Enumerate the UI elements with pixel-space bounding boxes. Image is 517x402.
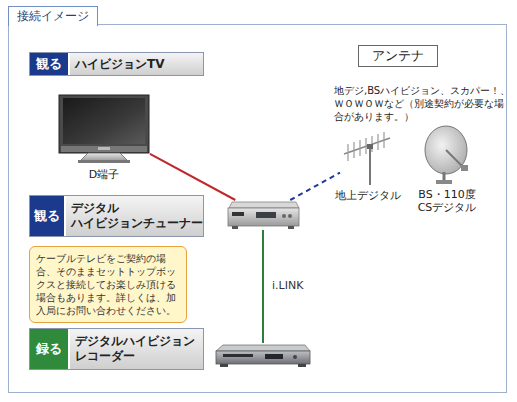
title-tab: 接続イメージ bbox=[8, 6, 98, 26]
terrestrial-antenna bbox=[340, 130, 395, 185]
band-title: ハイビジョンTV bbox=[70, 53, 203, 75]
note-box: ケーブルテレビをご契約の場合、そのままセットトップボックスと接続してお楽しみ頂け… bbox=[29, 246, 187, 323]
edge-label: i.LINK bbox=[272, 279, 303, 292]
device-label: 地上デジタル bbox=[332, 189, 404, 202]
band-verb: 観る bbox=[30, 196, 64, 236]
box-text: アンテナ bbox=[372, 47, 424, 65]
antenna-cable bbox=[290, 173, 340, 200]
device-label: D端子 bbox=[74, 168, 134, 181]
ilink-cable bbox=[262, 230, 264, 343]
device-label: BS・110度 CSデジタル bbox=[407, 188, 487, 214]
band-verb: 観る bbox=[30, 53, 68, 75]
band-title: デジタル ハイビジョンチューナー bbox=[66, 196, 203, 236]
terrestrial-antenna-node: 地上デジタル bbox=[340, 130, 395, 185]
satellite-dish-node: BS・110度 CSデジタル bbox=[418, 124, 476, 184]
note-label: 地デジ,BSハイビジョン、スカパー！、ＷＯＷＯＷなど（別途契約が必要な場合があり… bbox=[334, 84, 512, 123]
tv-illustration bbox=[58, 94, 150, 164]
tuner-node bbox=[226, 200, 300, 230]
band-verb: 録る bbox=[30, 329, 68, 369]
antenna-heading-box: アンテナ bbox=[358, 45, 438, 67]
satellite-dish bbox=[418, 124, 476, 184]
tuner-illustration bbox=[226, 200, 300, 230]
recorder-illustration bbox=[215, 343, 311, 369]
category-band: 録るデジタルハイビジョン レコーダー bbox=[29, 328, 204, 370]
category-band: 観るデジタル ハイビジョンチューナー bbox=[29, 195, 204, 237]
tv-node: D端子 bbox=[58, 94, 150, 164]
note-text: ケーブルテレビをご契約の場合、そのままセットトップボックスと接続してお楽しみ頂け… bbox=[36, 252, 180, 317]
recorder-node bbox=[215, 343, 311, 369]
video-cable bbox=[150, 154, 235, 200]
band-title: デジタルハイビジョン レコーダー bbox=[70, 329, 203, 369]
category-band: 観るハイビジョンTV bbox=[29, 52, 204, 76]
